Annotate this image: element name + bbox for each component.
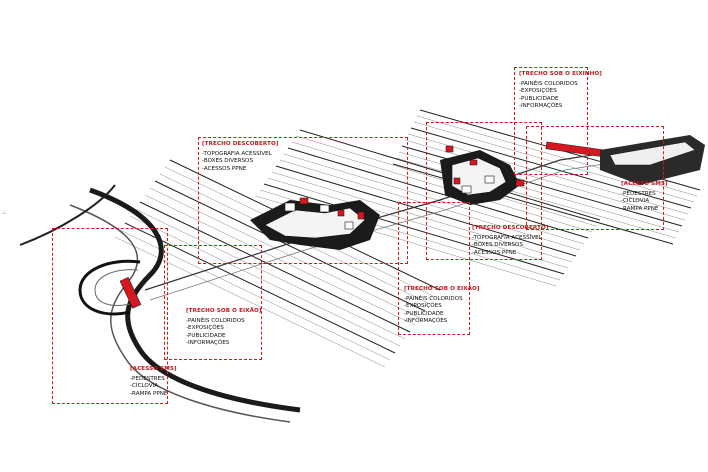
callout-item: PUBLICIDADE xyxy=(519,96,602,104)
callout-title: [ACESSO SMS] xyxy=(621,181,668,187)
road-stripe xyxy=(392,163,674,245)
callout-item: CICLOVIA xyxy=(621,198,668,206)
callout-item: EXPOSIÇÕES xyxy=(404,303,480,311)
left-road-curve-inner xyxy=(69,204,291,423)
zone-trecho-descoberto-right xyxy=(426,122,542,260)
callout-item: BOXES DIVERSOS xyxy=(472,242,549,250)
callout-trecho-descoberto-left: [TRECHO DESCOBERTO] TOPOGRAFIA ACESSÍVELB… xyxy=(202,141,279,173)
white-boxes xyxy=(284,175,495,230)
callout-item: INFORMAÇÕES xyxy=(404,318,480,326)
callout-item: ACESSOS PPNE xyxy=(202,166,279,174)
left-road-edge xyxy=(19,184,116,246)
road-stripe xyxy=(144,194,416,326)
callout-acesso-sms-left: [ACESSO SMS] PEDESTRESCICLOVIARAMPA PPNE xyxy=(130,366,177,398)
callout-item: PAINÉIS COLORIDOS xyxy=(186,318,262,326)
callout-list: PAINÉIS COLORIDOSEXPOSIÇÕESPUBLICIDADEIN… xyxy=(404,296,480,326)
left-ramp-loop-inner xyxy=(94,269,139,306)
callout-list: TOPOGRAFIA ACESSÍVELBOXES DIVERSOSACESSO… xyxy=(472,235,549,258)
road-stripe xyxy=(149,187,421,319)
callout-item: EXPOSIÇÕES xyxy=(519,88,602,96)
callout-list: PAINÉIS COLORIDOSEXPOSIÇÕESPUBLICIDADEIN… xyxy=(186,318,262,348)
zone-acesso-sms-right xyxy=(526,126,664,230)
callout-title: [ACESSO SMS] xyxy=(130,366,177,372)
road-stripe xyxy=(134,208,406,340)
callout-trecho-sob-eixao-center: [TRECHO SOB O EIXÃO] PAINÉIS COLORIDOSEXP… xyxy=(404,286,480,326)
callout-title: [TRECHO SOB O EIXÃO] xyxy=(404,286,480,292)
callout-trecho-descoberto-right: [TRECHO DESCOBERTO] TOPOGRAFIA ACESSÍVELB… xyxy=(472,225,549,257)
callout-item: INFORMAÇÕES xyxy=(519,103,602,111)
callout-item: CICLOVIA xyxy=(130,383,177,391)
callout-list: PEDESTRESCICLOVIARAMPA PPNE xyxy=(130,376,177,399)
callout-item: EXPOSIÇÕES xyxy=(186,325,262,333)
zone-acesso-sms-left xyxy=(52,228,168,404)
callout-item: RAMPA PPNE xyxy=(621,206,668,214)
left-ramp-loop xyxy=(78,259,141,316)
road-stripe xyxy=(287,147,589,239)
callout-title: [TRECHO DESCOBERTO] xyxy=(472,225,549,231)
callout-item: PEDESTRES xyxy=(130,376,177,384)
margin-mark: .: xyxy=(2,209,6,216)
callout-item: PAINÉIS COLORIDOS xyxy=(404,296,480,304)
callout-list: PEDESTRESCICLOVIARAMPA PPNE xyxy=(621,191,668,214)
callout-item: TOPOGRAFIA ACESSÍVEL xyxy=(202,151,279,159)
callout-list: PAINÉIS COLORIDOSEXPOSIÇÕESPUBLICIDADEIN… xyxy=(519,81,602,111)
zone-trecho-descoberto-left xyxy=(198,137,408,264)
callout-item: PUBLICIDADE xyxy=(404,311,480,319)
zone-trecho-sob-eixao-center xyxy=(398,202,470,335)
callout-item: PEDESTRES xyxy=(621,191,668,199)
callout-trecho-sob-eixinho: [TRECHO SOB O EIXINHO] PAINÉIS COLORIDOSE… xyxy=(519,71,602,111)
road-stripe xyxy=(154,180,426,312)
right-structure-top xyxy=(609,141,696,166)
callout-item: ACESSOS PPNE xyxy=(472,250,549,258)
zone-trecho-sob-eixao-left xyxy=(164,245,262,360)
callout-trecho-sob-eixao-left: [TRECHO SOB O EIXÃO] PAINÉIS COLORIDOSEXP… xyxy=(186,308,262,348)
zone-trecho-sob-eixinho xyxy=(514,67,588,175)
callout-title: [TRECHO DESCOBERTO] xyxy=(202,141,279,147)
road-stripe xyxy=(129,215,401,347)
road-stripe xyxy=(119,229,391,361)
callout-item: PUBLICIDADE xyxy=(186,333,262,341)
road-stripe xyxy=(139,201,411,333)
callout-acesso-sms-right: [ACESSO SMS] PEDESTRESCICLOVIARAMPA PPNE xyxy=(621,181,668,213)
callout-list: TOPOGRAFIA ACESSÍVELBOXES DIVERSOSACESSO… xyxy=(202,151,279,174)
road-stripe xyxy=(124,222,396,354)
callout-title: [TRECHO SOB O EIXÃO] xyxy=(186,308,262,314)
callout-title: [TRECHO SOB O EIXINHO] xyxy=(519,71,602,77)
road-stripe xyxy=(416,115,698,197)
callout-item: PAINÉIS COLORIDOS xyxy=(519,81,602,89)
left-road-curve xyxy=(89,187,301,413)
road-stripe xyxy=(291,141,593,233)
callout-item: TOPOGRAFIA ACESSÍVEL xyxy=(472,235,549,243)
callout-item: INFORMAÇÕES xyxy=(186,340,262,348)
callout-item: RAMPA PPNE xyxy=(130,391,177,399)
callout-item: BOXES DIVERSOS xyxy=(202,158,279,166)
